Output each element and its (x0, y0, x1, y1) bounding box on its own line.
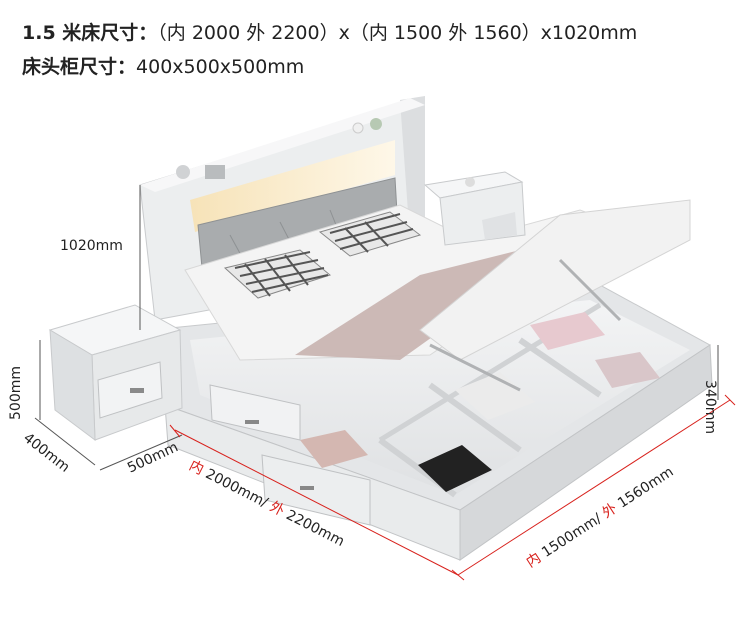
nightstand-size-label: 床头柜尺寸： (22, 56, 137, 78)
bed-size-label: 1.5 米床尺寸： (22, 22, 158, 44)
nightstand-right (423, 171, 526, 246)
pillow-right (318, 211, 422, 257)
dimension-lines (34, 185, 719, 471)
drawer-handle-icon (300, 486, 314, 490)
mattress (184, 199, 691, 392)
decor-icon (176, 165, 190, 179)
nightstand-left (48, 304, 183, 442)
nightstand-handle-icon (130, 388, 144, 393)
red-dimension-lines (169, 394, 736, 581)
bed-size-line: 1.5 米床尺寸：（内 2000 外 2200）x（内 1500 外 1560）… (22, 18, 637, 45)
bed-size-value: （内 2000 外 2200）x（内 1500 外 1560）x1020mm (157, 22, 638, 44)
nightstand-size-value: 400x500x500mm (136, 56, 305, 78)
blanket (295, 250, 520, 360)
bed-height-label: 1020mm (60, 238, 123, 254)
nightstand-size-line: 床头柜尺寸：400x500x500mm (22, 52, 304, 79)
side-drawers (209, 384, 371, 526)
pillow-left (223, 249, 332, 299)
plant-icon (370, 118, 382, 130)
drawer-handle-icon (245, 420, 259, 424)
nightstand-height-label: 500mm (8, 366, 24, 420)
storage-depth-label: 340mm (702, 380, 718, 434)
